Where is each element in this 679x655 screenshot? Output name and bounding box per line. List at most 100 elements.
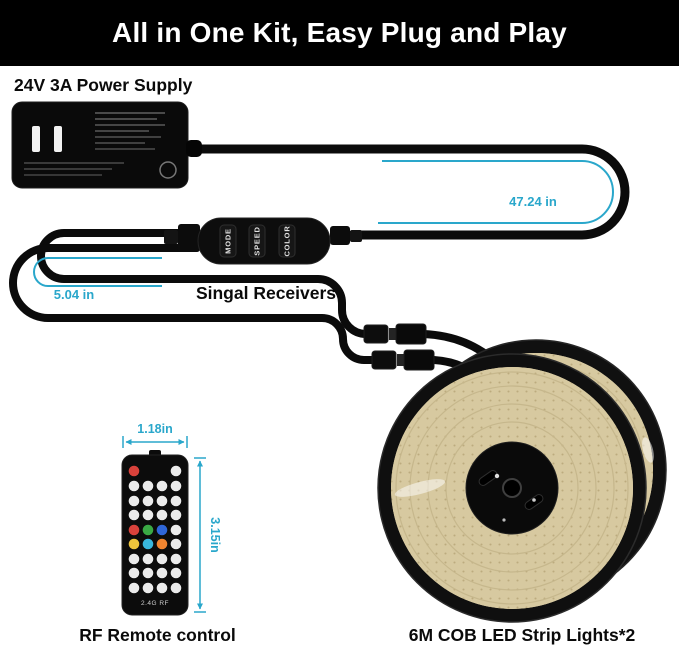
receiver-mode-text: MODE bbox=[224, 228, 233, 254]
adapter-print-line bbox=[95, 124, 165, 126]
adapter-print-line bbox=[24, 162, 124, 164]
remote-button bbox=[170, 465, 182, 477]
receiver-left-plug bbox=[164, 230, 178, 244]
receiver-output-cable-1 bbox=[37, 229, 372, 338]
remote-button bbox=[142, 553, 154, 565]
receiver-mode-key bbox=[219, 224, 237, 258]
remote-button bbox=[156, 480, 168, 492]
connector-socket bbox=[403, 349, 435, 371]
receiver-right-connector bbox=[330, 226, 350, 245]
remote-width-dimension: 1.18in bbox=[122, 422, 188, 448]
rf-remote: 2.4G RF bbox=[121, 450, 189, 616]
reel-hub-slot bbox=[524, 494, 544, 510]
receiver-speed-key bbox=[248, 224, 266, 258]
remote-button-cyan bbox=[142, 538, 154, 550]
remote-button bbox=[128, 495, 140, 507]
main-cable-length-text: 47.24 in bbox=[509, 194, 557, 209]
reel-hub-slot bbox=[478, 470, 498, 486]
remote-button bbox=[142, 495, 154, 507]
remote-button bbox=[128, 509, 140, 521]
remote-button bbox=[156, 495, 168, 507]
remote-button bbox=[142, 582, 154, 594]
remote-button bbox=[170, 567, 182, 579]
adapter-print-line bbox=[95, 136, 161, 138]
led-strip-reel-front bbox=[377, 353, 647, 623]
plug-prong-left bbox=[32, 126, 40, 152]
receiver-cable-measure-line bbox=[33, 257, 162, 287]
remote-button bbox=[142, 509, 154, 521]
power-supply-label: 24V 3A Power Supply bbox=[14, 75, 193, 95]
reel-glare bbox=[642, 437, 654, 463]
connector-coupler bbox=[389, 328, 396, 340]
adapter-print-line bbox=[24, 174, 102, 176]
remote-button bbox=[128, 582, 140, 594]
adapter-print-line bbox=[95, 118, 157, 120]
adapter-print-line bbox=[95, 148, 155, 150]
adapter-print-line bbox=[95, 130, 149, 132]
signal-receiver: MODE SPEED COLOR bbox=[164, 217, 362, 265]
remote-button-white bbox=[170, 524, 182, 536]
reel-hub-hole bbox=[502, 478, 522, 498]
receiver-cable-length-text: 5.04 in bbox=[54, 287, 95, 302]
remote-button bbox=[170, 480, 182, 492]
remote-button bbox=[156, 567, 168, 579]
remote-button bbox=[170, 509, 182, 521]
remote-button bbox=[128, 567, 140, 579]
remote-button bbox=[156, 553, 168, 565]
page-title: All in One Kit, Easy Plug and Play bbox=[112, 17, 567, 48]
receiver-left-connector bbox=[178, 224, 200, 252]
adapter-print-line bbox=[24, 168, 112, 170]
reel-glare bbox=[394, 479, 446, 497]
remote-width-text: 1.18in bbox=[137, 422, 172, 436]
remote-label: RF Remote control bbox=[79, 625, 236, 645]
strip-connector-1 bbox=[363, 323, 427, 345]
remote-button-red bbox=[128, 524, 140, 536]
title-banner: All in One Kit, Easy Plug and Play bbox=[0, 0, 679, 66]
remote-power-button bbox=[128, 465, 140, 477]
remote-button bbox=[142, 567, 154, 579]
receiver-color-text: COLOR bbox=[283, 225, 292, 256]
cable-length-measure-line bbox=[378, 160, 614, 224]
remote-button bbox=[128, 480, 140, 492]
receiver-speed-text: SPEED bbox=[253, 226, 262, 255]
adapter-print-line bbox=[95, 142, 145, 144]
receiver-label: Singal Receivers bbox=[195, 283, 337, 303]
remote-button-yellow bbox=[128, 538, 140, 550]
remote-button bbox=[170, 582, 182, 594]
connector-plug bbox=[371, 350, 397, 370]
cable-strain-relief bbox=[186, 140, 202, 157]
connector-socket bbox=[395, 323, 427, 345]
reel-hub-glint bbox=[494, 473, 500, 479]
power-adapter bbox=[11, 101, 202, 189]
remote-button bbox=[170, 495, 182, 507]
remote-height-dimension: 3.15in bbox=[194, 457, 222, 613]
power-cable bbox=[191, 144, 630, 240]
remote-button bbox=[156, 509, 168, 521]
receiver-right-plug bbox=[350, 230, 362, 242]
strips-label: 6M COB LED Strip Lights*2 bbox=[408, 625, 636, 645]
remote-button bbox=[142, 480, 154, 492]
remote-button bbox=[170, 553, 182, 565]
certification-mark-icon bbox=[159, 161, 177, 179]
remote-rf-text: 2.4G RF bbox=[141, 600, 169, 607]
adapter-print-line bbox=[95, 112, 165, 114]
plug-prong-right bbox=[54, 126, 62, 152]
reel-hub-glint bbox=[532, 498, 536, 502]
reel-hub-glint bbox=[502, 518, 506, 522]
receiver-color-key bbox=[278, 224, 296, 258]
connector-plug bbox=[363, 324, 389, 344]
receiver-output-cable-2 bbox=[9, 244, 380, 364]
connector-coupler bbox=[397, 354, 404, 366]
remote-button-orange bbox=[156, 538, 168, 550]
adapter-print-lines bbox=[24, 112, 165, 176]
remote-height-text: 3.15in bbox=[208, 517, 222, 552]
reel-wind-ring bbox=[395, 371, 629, 605]
remote-button bbox=[156, 582, 168, 594]
remote-button-green bbox=[142, 524, 154, 536]
remote-button bbox=[128, 553, 140, 565]
reel-wind-ring bbox=[445, 421, 579, 555]
remote-button-white bbox=[170, 538, 182, 550]
remote-button-blue bbox=[156, 524, 168, 536]
